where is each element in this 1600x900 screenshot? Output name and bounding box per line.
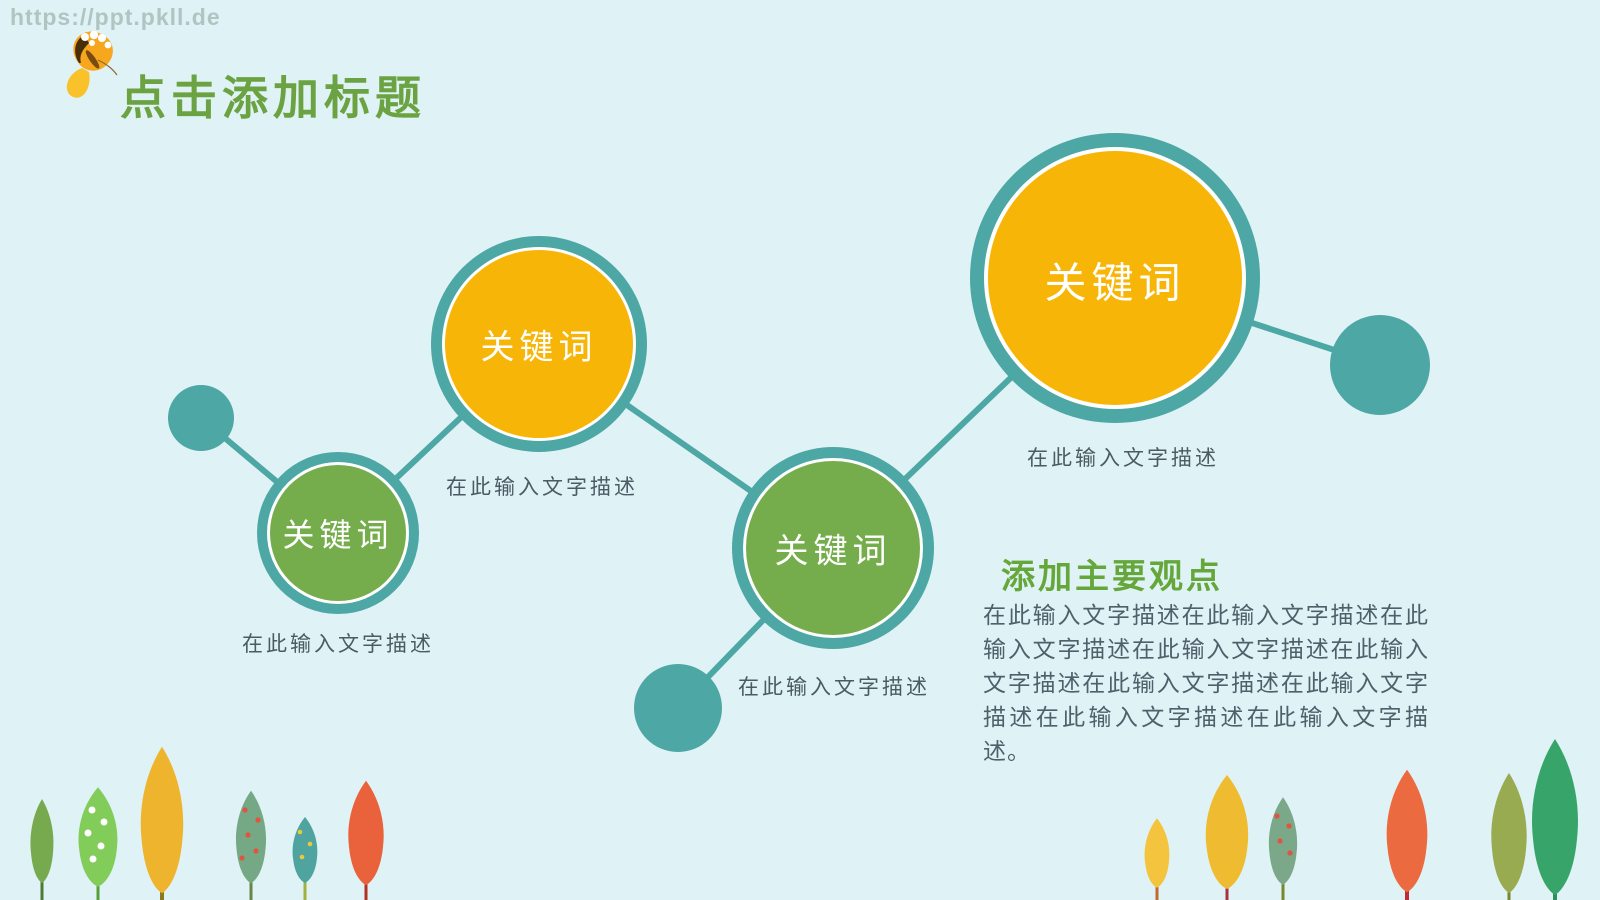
- leaf-red-dots: [1274, 813, 1293, 856]
- butterfly-spot: [89, 30, 99, 40]
- bullet-circle-left[interactable]: [168, 385, 234, 451]
- keyword-label[interactable]: 关键词: [774, 533, 892, 571]
- keyword-node-yellow-big[interactable]: [970, 133, 1260, 423]
- butterfly-spot: [104, 41, 112, 49]
- keyword-node-yellow-mid[interactable]: [431, 236, 647, 452]
- leaf: [348, 780, 384, 886]
- butterfly-spot: [98, 34, 106, 42]
- slide-title-placeholder[interactable]: 点击添加标题: [120, 73, 426, 124]
- node-caption[interactable]: 在此输入文字描述: [446, 475, 638, 499]
- butterfly-marking: [75, 35, 89, 63]
- keyword-label[interactable]: 关键词: [480, 329, 598, 367]
- watermark-url: https://ppt.pkll.de: [10, 4, 221, 30]
- bullet-circle-right[interactable]: [1330, 315, 1430, 415]
- leaf: [78, 787, 118, 887]
- node-fill: [445, 250, 633, 438]
- summary-body-text[interactable]: 在此输入文字描述在此输入文字描述在此输入文字描述在此输入文字描述在此输入文字描述…: [983, 603, 1429, 764]
- butterfly-body: [85, 50, 100, 69]
- butterfly-spot: [81, 33, 89, 41]
- leaf: [1386, 769, 1428, 893]
- node-fill: [270, 465, 406, 601]
- butterfly-lower-wing: [66, 68, 90, 98]
- bullet-circle-bottom[interactable]: [634, 664, 722, 752]
- node-caption[interactable]: 在此输入文字描述: [738, 675, 930, 699]
- leaf-decoration-group-left: [30, 746, 384, 900]
- leaf: [235, 790, 267, 884]
- summary-heading[interactable]: 添加主要观点: [1001, 559, 1223, 596]
- leaf: [1205, 775, 1249, 889]
- node-caption[interactable]: 在此输入文字描述: [242, 632, 434, 656]
- leaf: [30, 799, 54, 883]
- leaf-red-dots: [239, 807, 261, 861]
- butterfly-antenna: [97, 59, 118, 76]
- leaf-heart-spots: [84, 806, 108, 863]
- leaf-yellow-dots: [297, 829, 313, 860]
- leaf: [1268, 797, 1298, 885]
- leaf: [140, 746, 184, 894]
- leaf: [1532, 739, 1578, 895]
- leaf-decoration-group-right: [1144, 739, 1578, 900]
- keyword-node-green-mid[interactable]: [732, 447, 934, 649]
- leaf: [292, 817, 318, 883]
- leaf: [1491, 773, 1527, 893]
- keyword-node-green-left[interactable]: [257, 452, 419, 614]
- leaf: [1144, 818, 1170, 888]
- keyword-label[interactable]: 关键词: [282, 517, 394, 553]
- node-fill: [746, 461, 920, 635]
- keyword-label[interactable]: 关键词: [1044, 261, 1186, 308]
- butterfly-spot: [89, 40, 95, 46]
- node-fill: [988, 151, 1242, 405]
- node-caption[interactable]: 在此输入文字描述: [1027, 446, 1219, 470]
- butterfly-logo-icon: [66, 30, 118, 98]
